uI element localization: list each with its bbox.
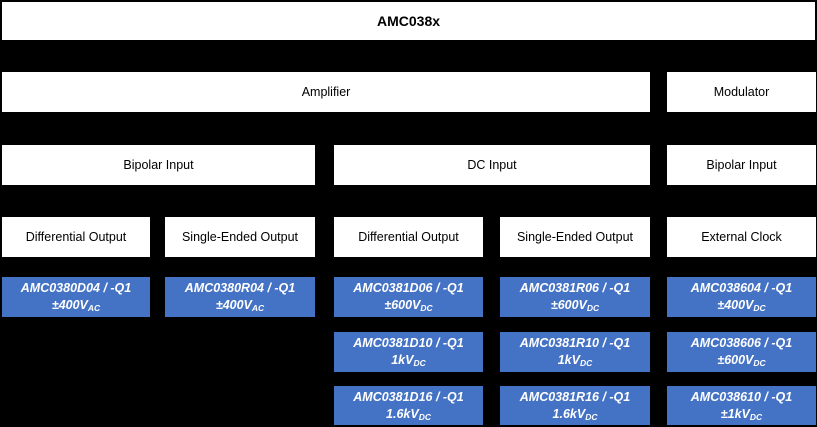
diagram-title: AMC038x [2, 2, 815, 40]
category-differential-output-dc: Differential Output [334, 217, 483, 257]
product-name: AMC0381R06 / -Q1 [519, 281, 631, 295]
voltage-value: 1.6kV [386, 406, 419, 421]
product-node-amc038606: AMC038606 / -Q1 ±600VDC [667, 332, 816, 372]
product-name: AMC0381D16 / -Q1 [353, 389, 464, 404]
product-rating: ±400VAC [52, 297, 100, 314]
category-external-clock: External Clock [667, 217, 816, 257]
product-rating: ±600VDC [551, 297, 599, 314]
voltage-value: 1kV [391, 353, 414, 367]
product-node-amc0381d16: AMC0381D16 / -Q1 1.6kVDC [334, 386, 483, 425]
voltage-value: 1kV [557, 353, 580, 367]
voltage-subscript: DC [586, 303, 600, 313]
category-differential-output-bipolar: Differential Output [2, 217, 150, 257]
voltage-subscript: DC [753, 358, 766, 368]
product-name: AMC038610 / -Q1 [690, 389, 793, 404]
product-name: AMC0381R10 / -Q1 [519, 336, 631, 350]
product-name: AMC038606 / -Q1 [690, 336, 793, 350]
product-rating: ±400VAC [216, 297, 264, 314]
product-rating: ±600VDC [384, 297, 432, 314]
product-name: AMC0380R04 / -Q1 [184, 281, 296, 295]
product-name: AMC0380D04 / -Q1 [20, 281, 132, 295]
category-bipolar-input-right: Bipolar Input [667, 145, 816, 185]
product-rating: 1.6kVDC [386, 406, 431, 423]
category-modulator: Modulator [667, 72, 816, 112]
voltage-value: ±600V [384, 298, 421, 312]
voltage-subscript: DC [749, 411, 763, 422]
product-node-amc0381r10: AMC0381R10 / -Q1 1kVDC [500, 332, 650, 372]
category-amplifier: Amplifier [2, 72, 650, 112]
voltage-value: ±600V [550, 298, 587, 312]
product-node-amc0381d10: AMC0381D10 / -Q1 1kVDC [334, 332, 483, 372]
voltage-subscript: DC [579, 358, 593, 368]
voltage-value: ±400V [215, 298, 252, 312]
voltage-subscript: DC [753, 303, 766, 313]
product-name: AMC0381D10 / -Q1 [353, 336, 464, 350]
voltage-subscript: AC [251, 303, 265, 313]
product-node-amc038604: AMC038604 / -Q1 ±400VDC [667, 277, 816, 317]
voltage-value: ±600V [717, 353, 754, 367]
product-rating: ±600VDC [717, 352, 765, 369]
voltage-subscript: DC [585, 411, 598, 422]
voltage-subscript: DC [413, 358, 426, 368]
product-node-amc0381d06: AMC0381D06 / -Q1 ±600VDC [334, 277, 483, 317]
category-bipolar-input-left: Bipolar Input [2, 145, 315, 185]
voltage-subscript: AC [87, 303, 101, 313]
product-node-amc0381r06: AMC0381R06 / -Q1 ±600VDC [500, 277, 650, 317]
voltage-value: ±400V [51, 298, 88, 312]
voltage-value: 1.6kV [552, 406, 586, 421]
category-single-ended-output-bipolar: Single-Ended Output [165, 217, 315, 257]
product-rating: ±400VDC [717, 297, 765, 314]
product-name: AMC0381R16 / -Q1 [519, 389, 631, 404]
product-node-amc0381r16: AMC0381R16 / -Q1 1.6kVDC [500, 386, 650, 425]
product-rating: 1.6kVDC [553, 406, 598, 423]
product-node-amc0380r04: AMC0380R04 / -Q1 ±400VAC [165, 277, 315, 317]
voltage-subscript: DC [420, 303, 433, 313]
product-rating: 1kVDC [558, 352, 593, 369]
voltage-value: ±1kV [720, 406, 750, 421]
product-node-amc038610: AMC038610 / -Q1 ±1kVDC [667, 386, 816, 425]
category-dc-input: DC Input [334, 145, 650, 185]
product-name: AMC038604 / -Q1 [690, 281, 793, 295]
voltage-value: ±400V [717, 298, 754, 312]
product-node-amc0380d04: AMC0380D04 / -Q1 ±400VAC [2, 277, 150, 317]
product-rating: 1kVDC [391, 352, 426, 369]
product-rating: ±1kVDC [721, 406, 762, 423]
product-name: AMC0381D06 / -Q1 [353, 281, 464, 295]
voltage-subscript: DC [418, 411, 431, 422]
category-single-ended-output-dc: Single-Ended Output [500, 217, 650, 257]
